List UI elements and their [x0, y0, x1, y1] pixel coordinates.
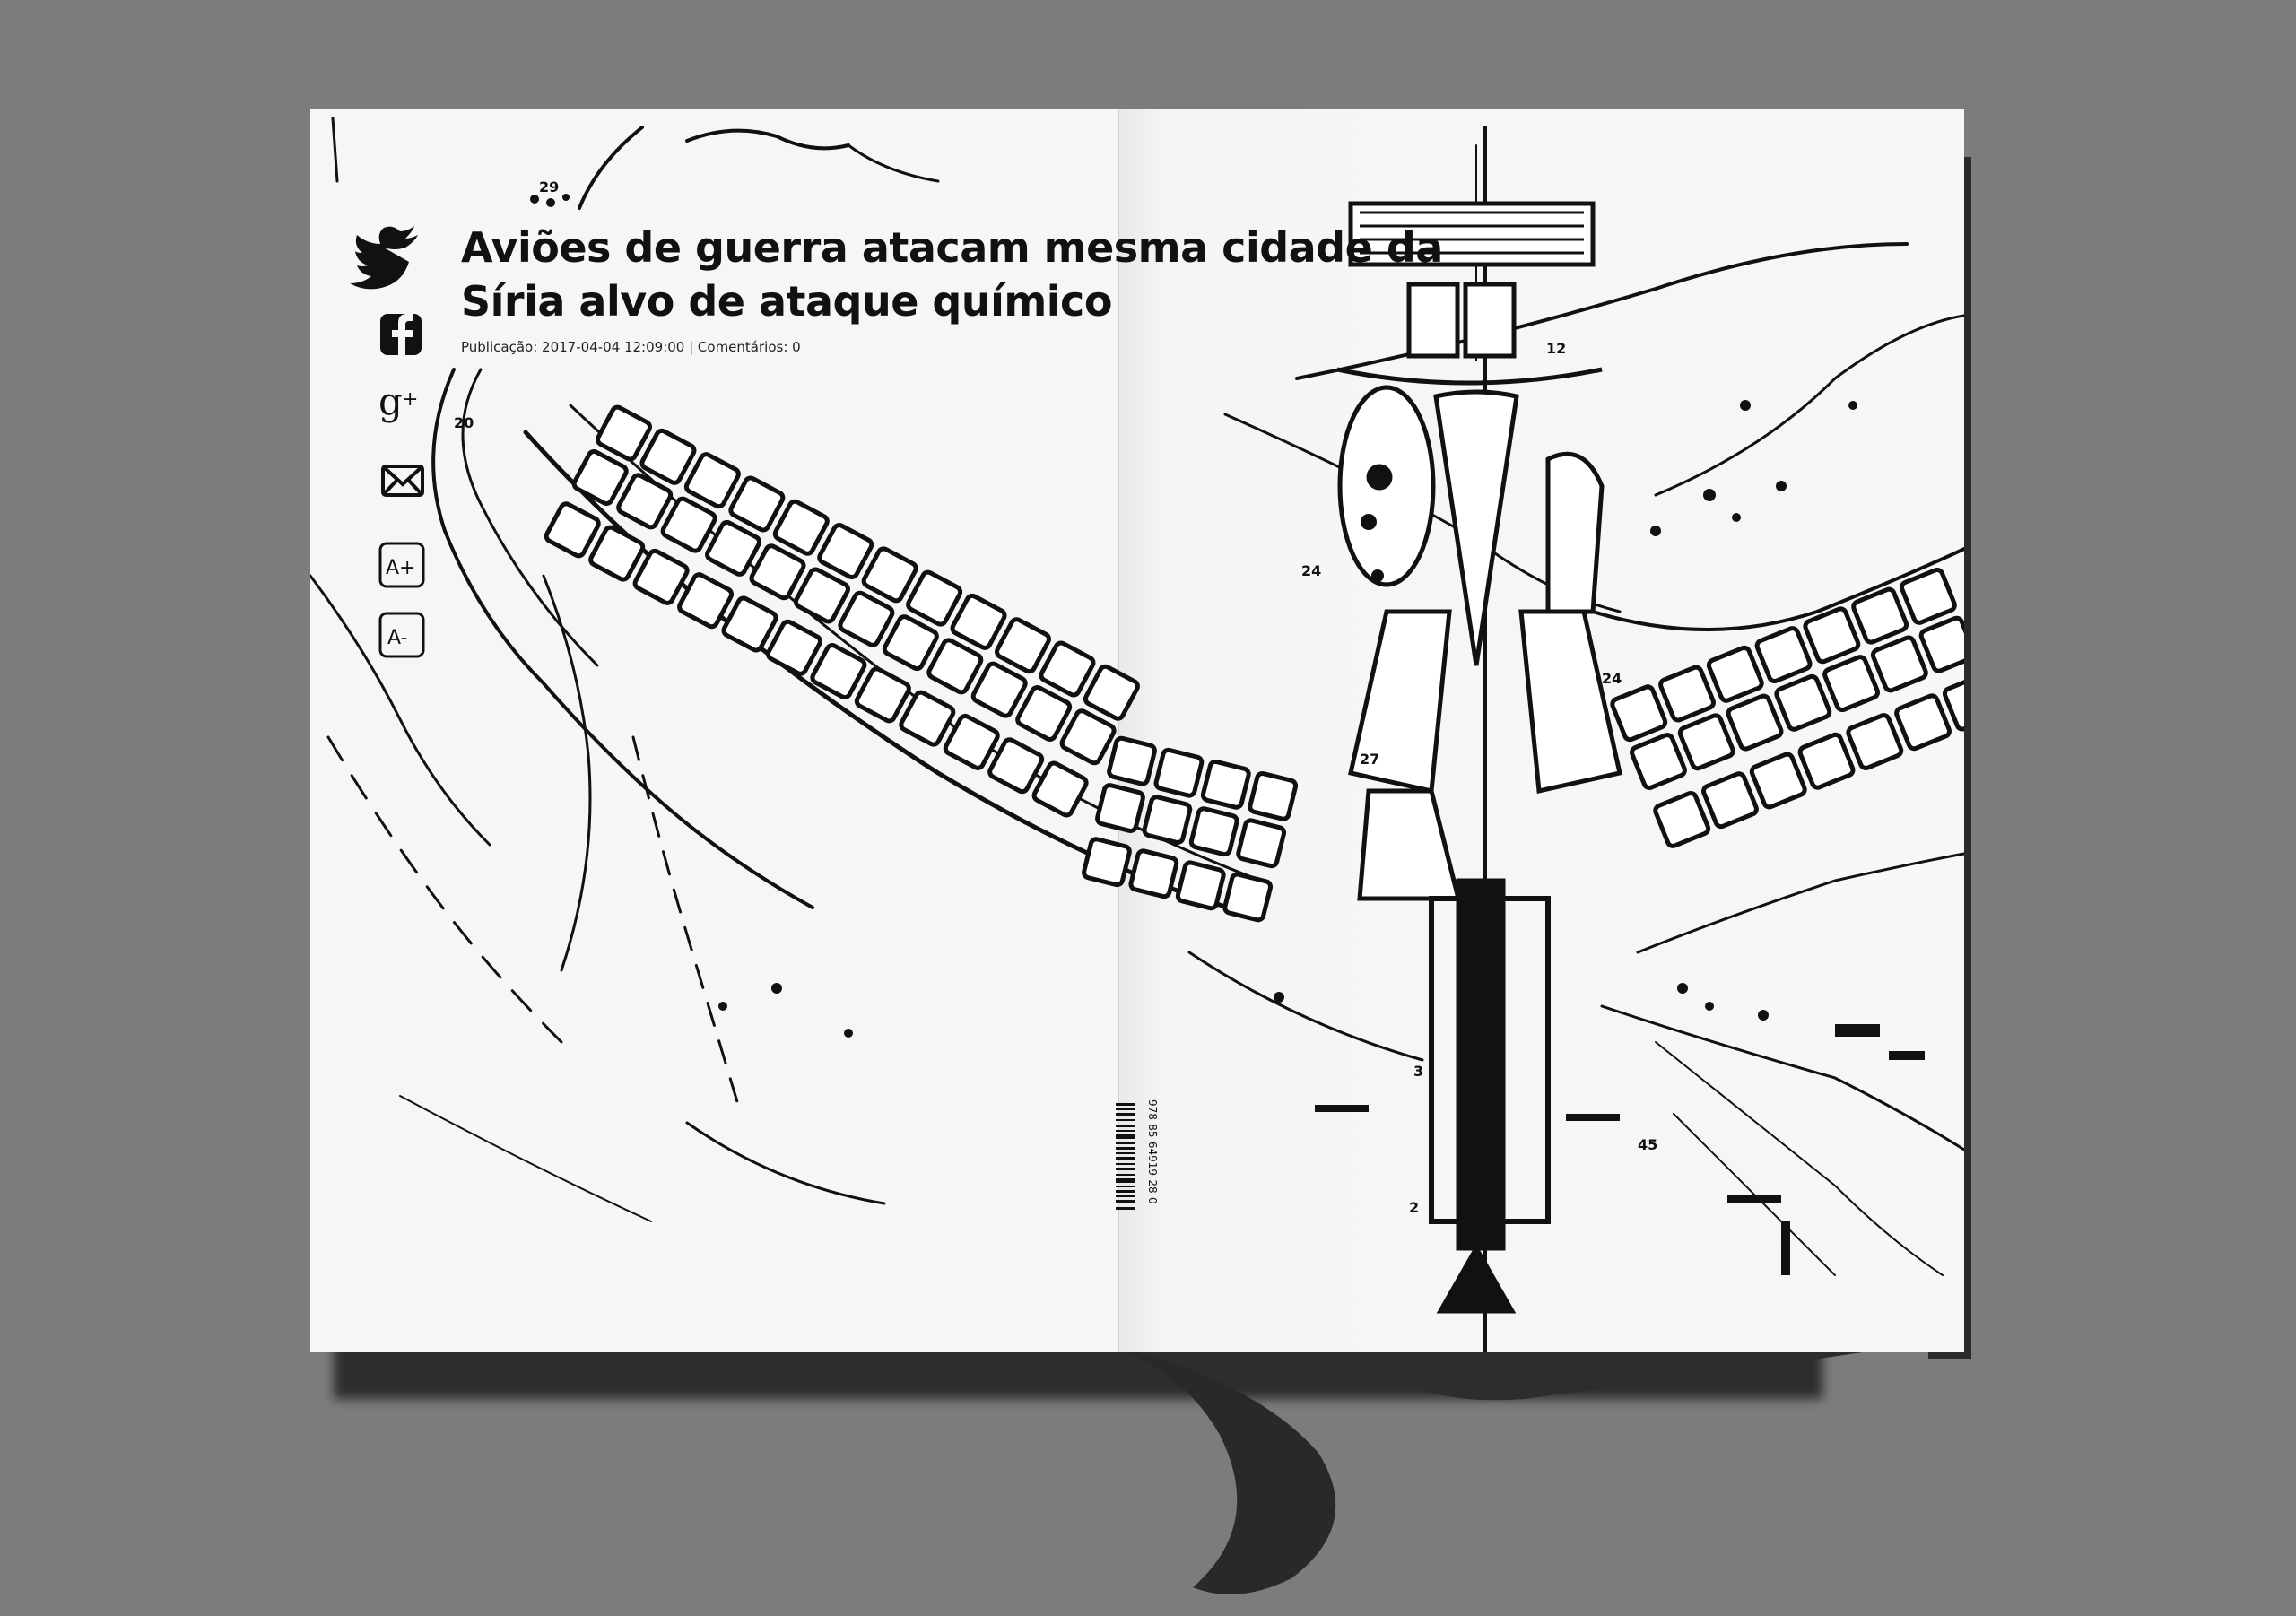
monumental-axis	[1336, 201, 1622, 1314]
map-label: 24	[1301, 562, 1321, 579]
google-plus-icon[interactable]: g +	[378, 379, 418, 423]
font-decrease-icon[interactable]: A-	[378, 612, 425, 658]
font-decrease-label: A-	[387, 627, 408, 649]
email-icon[interactable]	[381, 465, 424, 497]
book: 29 20 12 24 27 24 3 2 45	[310, 109, 1964, 1352]
font-increase-label: A+	[386, 557, 415, 579]
publication-meta: Publicação: 2017-04-04 12:09:00 | Coment…	[461, 339, 801, 355]
svg-text:+: +	[402, 388, 418, 411]
map-label: 29	[539, 178, 559, 195]
spine	[1118, 109, 1119, 1352]
map-label: 20	[454, 414, 474, 431]
map-label: 3	[1413, 1063, 1423, 1080]
map-label: 24	[1602, 670, 1622, 687]
map-label: 2	[1409, 1199, 1419, 1216]
map-label: 12	[1546, 340, 1566, 357]
residential-wings	[544, 404, 1964, 923]
svg-text:g: g	[378, 379, 403, 423]
article-headline: Aviões de guerra atacam mesma cidade da …	[461, 221, 1443, 328]
map-label: 27	[1360, 751, 1379, 768]
headline-line-1: Aviões de guerra atacam mesma cidade da	[461, 223, 1443, 272]
barcode	[1116, 1103, 1135, 1210]
facebook-icon[interactable]	[380, 314, 422, 355]
map-label: 45	[1638, 1136, 1657, 1153]
twitter-icon[interactable]	[350, 226, 418, 290]
isbn-number: 978-85-64919-28-0	[1146, 1099, 1159, 1204]
headline-line-2: Síria alvo de ataque químico	[461, 277, 1112, 326]
font-increase-icon[interactable]: A+	[378, 542, 425, 588]
city-plan-illustration: 29 20 12 24 27 24 3 2 45	[310, 117, 1964, 1352]
